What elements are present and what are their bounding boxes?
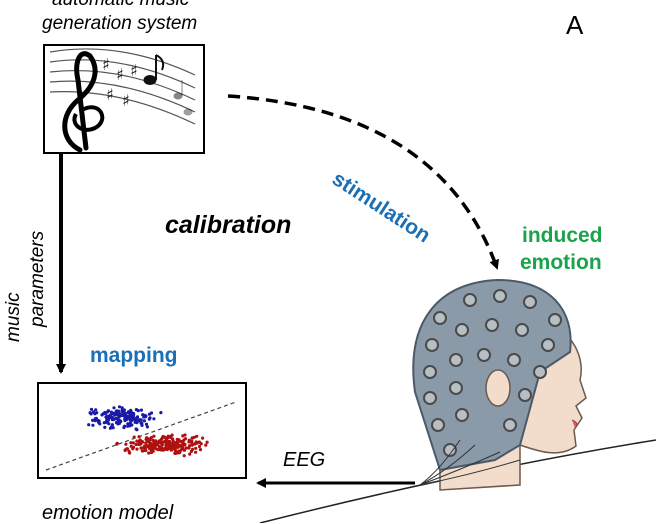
- svg-text:♯: ♯: [122, 91, 130, 110]
- eeg-label: EEG: [283, 449, 326, 471]
- system-label-line1: automatic music: [52, 0, 189, 9]
- scatter-plot-icon: [37, 382, 247, 479]
- svg-text:♯: ♯: [116, 65, 124, 84]
- eeg-head-icon: [412, 278, 587, 491]
- treble-clef-icon: [62, 51, 105, 153]
- mapping-label: mapping: [90, 344, 178, 367]
- music-sheet-icon: ♯ ♯ ♯ ♯ ♯: [43, 44, 205, 154]
- panel-letter: A: [566, 10, 584, 40]
- emotion-label: emotion: [520, 251, 602, 274]
- svg-text:♯: ♯: [102, 55, 110, 74]
- calibration-label: calibration: [165, 211, 292, 239]
- emotion-model-label: emotion model: [42, 502, 174, 524]
- system-label-line2: generation system: [42, 13, 198, 34]
- svg-text:♯: ♯: [130, 61, 138, 80]
- induced-label: induced: [522, 224, 603, 247]
- music-params-line1: music: [3, 292, 24, 342]
- stimulation-arrow: [227, 94, 499, 270]
- svg-text:♯: ♯: [106, 85, 114, 104]
- music-params-line2: parameters: [27, 230, 48, 327]
